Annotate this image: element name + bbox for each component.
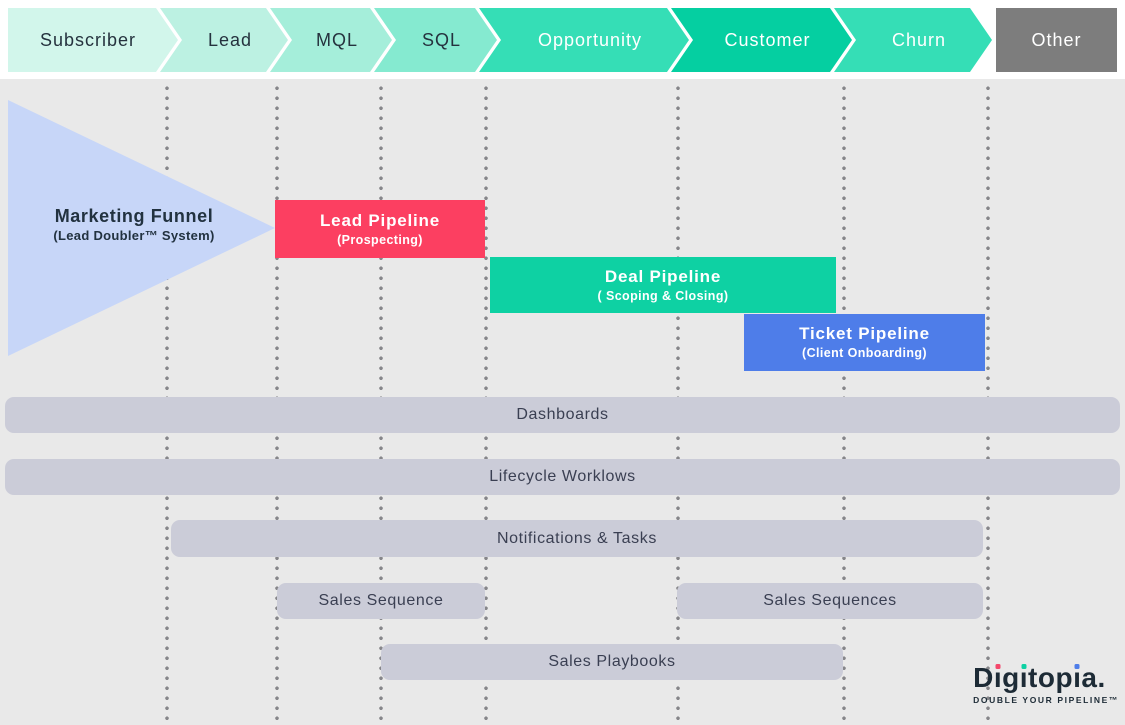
dashboards-bar: Dashboards bbox=[5, 397, 1120, 433]
deal-pipeline-block: Deal Pipeline ( Scoping & Closing) bbox=[490, 257, 836, 313]
sales-sequences-bar-label: Sales Sequences bbox=[763, 592, 897, 609]
stage-subscriber: Subscriber bbox=[8, 8, 178, 72]
digitopia-tagline: DOUBLE YOUR PIPELINE™ bbox=[973, 695, 1119, 705]
lifecycle-workflows-bar: Lifecycle Worklows bbox=[5, 459, 1120, 495]
deal-pipeline-subtitle: ( Scoping & Closing) bbox=[597, 288, 729, 303]
sales-playbooks-bar-label: Sales Playbooks bbox=[548, 653, 676, 670]
stage-churn: Churn bbox=[834, 8, 992, 72]
marketing-funnel-label: Marketing Funnel (Lead Doubler™ System) bbox=[8, 205, 260, 244]
logo-i-dot bbox=[995, 664, 1001, 669]
lead-pipeline-block: Lead Pipeline (Prospecting) bbox=[275, 200, 485, 258]
stage-sql: SQL bbox=[374, 8, 497, 72]
lead-pipeline-title: Lead Pipeline bbox=[320, 210, 440, 230]
stage-opportunity: Opportunity bbox=[479, 8, 689, 72]
stage-mql: MQL bbox=[270, 8, 392, 72]
marketing-funnel-subtitle: (Lead Doubler™ System) bbox=[53, 227, 215, 243]
stage-other: Other bbox=[996, 8, 1117, 72]
sales-sequence-bar: Sales Sequence bbox=[277, 583, 485, 619]
ticket-pipeline-block: Ticket Pipeline (Client Onboarding) bbox=[744, 314, 985, 371]
sales-sequence-bar-label: Sales Sequence bbox=[318, 592, 444, 609]
logo-i-dot bbox=[1074, 664, 1080, 669]
stage-customer: Customer bbox=[671, 8, 852, 72]
lead-pipeline-subtitle: (Prospecting) bbox=[337, 232, 423, 247]
ticket-pipeline-title: Ticket Pipeline bbox=[799, 324, 930, 344]
sales-sequences-bar: Sales Sequences bbox=[677, 583, 983, 619]
lifecycle-workflows-bar-label: Lifecycle Worklows bbox=[489, 468, 636, 485]
stage-lead: Lead bbox=[160, 8, 288, 72]
logo-i-dot bbox=[1021, 664, 1027, 669]
lifecycle-stage-header: Subscriber Lead MQL SQL Opportunity Cust… bbox=[0, 0, 1125, 79]
deal-pipeline-title: Deal Pipeline bbox=[604, 266, 722, 286]
notifications-tasks-bar-label: Notifications & Tasks bbox=[497, 529, 657, 547]
sales-playbooks-bar: Sales Playbooks bbox=[381, 644, 843, 680]
notifications-tasks-bar: Notifications & Tasks bbox=[171, 520, 983, 557]
ticket-pipeline-subtitle: (Client Onboarding) bbox=[802, 346, 927, 361]
dashboards-bar-label: Dashboards bbox=[516, 406, 609, 423]
marketing-funnel-title: Marketing Funnel bbox=[54, 206, 214, 226]
